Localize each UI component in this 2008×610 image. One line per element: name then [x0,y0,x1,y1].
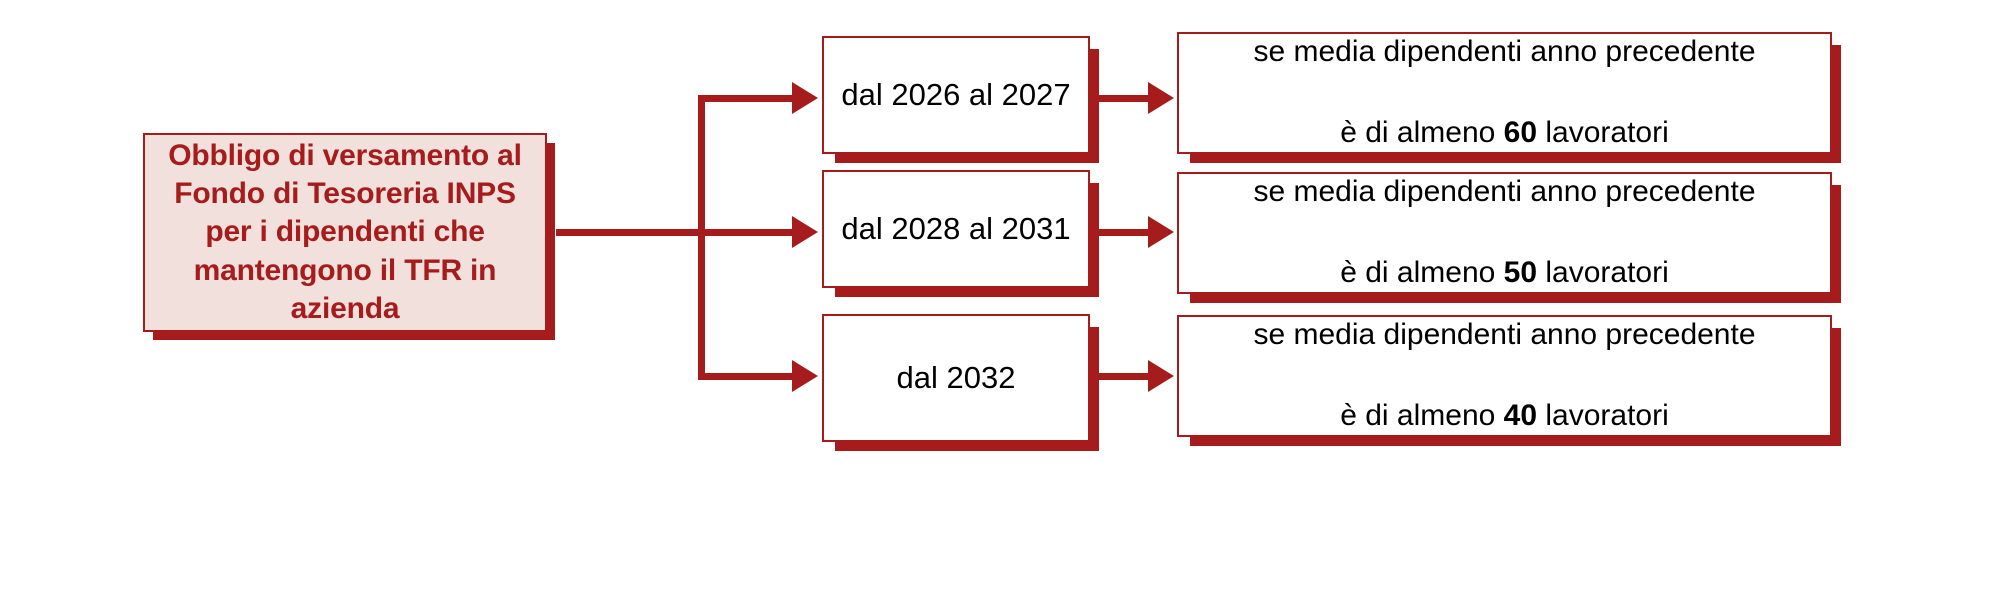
connector-branch-1 [698,95,796,102]
condition-box-3-line2: è di almeno 40 lavoratori [1253,396,1755,437]
condition-box-1-line2: è di almeno 60 lavoratori [1253,113,1755,154]
condition-box-2-prefix: è di almeno [1340,256,1504,290]
arrow-head-condition-2 [1148,216,1174,248]
condition-box-3-line1: se media dipendenti anno precedente [1253,318,1756,352]
condition-box-3-prefix: è di almeno [1340,399,1504,433]
connector-trunk-horizontal [556,229,705,236]
stage-box-2-label: dal 2028 al 2031 [841,211,1071,247]
connector-branch-3 [698,373,796,380]
source-box-tfr-obligation: Obbligo di versamento al Fondo di Tesore… [143,133,547,332]
stage-box-1: dal 2026 al 2027 [822,36,1090,154]
condition-box-1-threshold: 60 [1503,116,1538,150]
connector-stage-to-condition-2 [1086,229,1152,236]
condition-box-2-text: se media dipendenti anno precedente è di… [1239,132,1769,335]
condition-box-1-suffix: lavoratori [1537,116,1669,150]
arrow-head-condition-3 [1148,360,1174,392]
arrow-head-condition-1 [1148,82,1174,114]
source-box-label: Obbligo di versamento al Fondo di Tesore… [168,138,522,326]
arrow-head-branch-2 [792,216,818,248]
condition-box-1-line1: se media dipendenti anno precedente [1253,35,1756,69]
connector-stage-to-condition-1 [1086,95,1152,102]
condition-box-2-line2: è di almeno 50 lavoratori [1253,253,1755,294]
condition-box-2-line1: se media dipendenti anno precedente [1253,175,1756,209]
condition-box-1: se media dipendenti anno precedente è di… [1177,32,1832,154]
connector-trunk-vertical [698,95,705,380]
condition-box-2-suffix: lavoratori [1537,256,1669,290]
stage-box-3-label: dal 2032 [896,360,1016,396]
condition-box-3-suffix: lavoratori [1537,399,1669,433]
arrow-head-branch-3 [792,360,818,392]
condition-box-3: se media dipendenti anno precedente è di… [1177,315,1832,437]
connector-stage-to-condition-3 [1086,373,1152,380]
connector-branch-2 [698,229,796,236]
condition-box-2: se media dipendenti anno precedente è di… [1177,172,1832,294]
arrow-head-branch-1 [792,82,818,114]
stage-box-2: dal 2028 al 2031 [822,170,1090,288]
stage-box-1-label: dal 2026 al 2027 [841,77,1071,113]
condition-box-2-threshold: 50 [1503,256,1538,290]
condition-box-3-text: se media dipendenti anno precedente è di… [1239,275,1769,478]
condition-box-1-prefix: è di almeno [1340,116,1504,150]
stage-box-3: dal 2032 [822,314,1090,442]
condition-box-3-threshold: 40 [1503,399,1538,433]
condition-box-1-text: se media dipendenti anno precedente è di… [1239,0,1769,194]
